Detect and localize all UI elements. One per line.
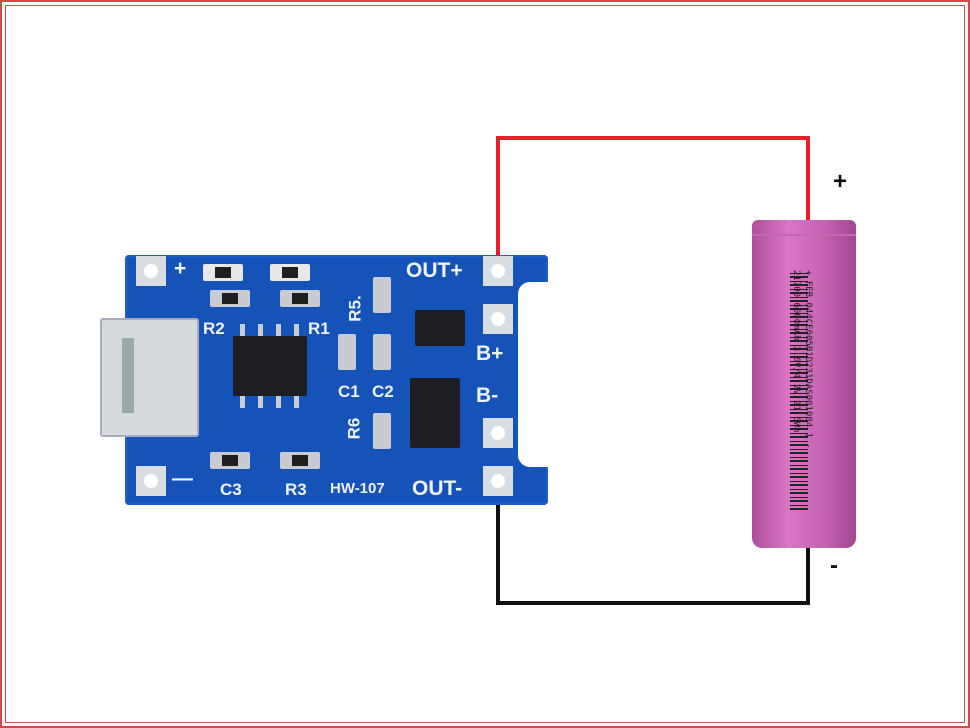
capacitor-c1 xyxy=(338,334,356,370)
label-r5: R5. xyxy=(345,295,365,322)
label-out-minus: OUT- xyxy=(412,477,463,500)
led-red xyxy=(203,264,243,281)
positive-wire-vertical-left xyxy=(496,136,500,272)
label-r2: R2 xyxy=(203,319,225,338)
ic-pin xyxy=(240,396,245,408)
mosfet-ic xyxy=(415,310,465,346)
capacitor-c3 xyxy=(210,452,250,469)
ic-pin xyxy=(258,396,263,408)
battery-label-line2: 21700 6000mAh 3.6V/4.2V 21.6Wh xyxy=(791,270,801,433)
negative-wire-vertical-right xyxy=(806,546,810,605)
label-in-plus: + xyxy=(174,257,187,280)
ic-pin xyxy=(294,324,299,336)
charger-ic xyxy=(233,336,307,396)
negative-wire-horizontal xyxy=(496,601,810,605)
resistor-r6 xyxy=(373,413,391,449)
battery-barcode xyxy=(790,270,808,510)
label-b-minus: B- xyxy=(476,384,499,407)
battery-label: + FEB 044CE605B1D231DAS001084 1 - 21700 … xyxy=(790,270,814,449)
pad-b-minus xyxy=(483,418,513,448)
battery-plus-sign: + xyxy=(833,168,848,195)
ic-pin xyxy=(276,396,281,408)
label-r1: R1 xyxy=(308,319,330,338)
resistor-r1 xyxy=(280,290,320,307)
label-b-plus: B+ xyxy=(476,342,504,365)
battery-minus-sign: - xyxy=(830,552,838,579)
ic-pin xyxy=(258,324,263,336)
resistor-r3 xyxy=(280,452,320,469)
label-in-minus: — xyxy=(172,467,193,490)
resistor-r2 xyxy=(210,290,250,307)
negative-wire-vertical-left xyxy=(496,488,500,605)
label-r3: R3 xyxy=(285,480,307,499)
frame-inner-border xyxy=(5,5,965,723)
label-c3: C3 xyxy=(220,480,242,499)
label-c2: C2 xyxy=(372,382,394,401)
ic-pin xyxy=(240,324,245,336)
positive-wire-horizontal xyxy=(496,136,810,140)
resistor-r5 xyxy=(373,277,391,313)
pad-b-plus xyxy=(483,304,513,334)
label-out-plus: OUT+ xyxy=(406,259,463,282)
pad-out-plus xyxy=(483,256,513,286)
battery-top-band xyxy=(752,234,856,236)
pad-in-plus xyxy=(136,256,166,286)
battery-21700: + FEB 044CE605B1D231DAS001084 1 - 21700 … xyxy=(752,220,856,548)
ic-pin xyxy=(276,324,281,336)
battery-label-line1: + FEB 044CE605B1D231DAS001084 1 - xyxy=(803,270,813,449)
capacitor-c2 xyxy=(373,334,391,370)
board-notch xyxy=(518,282,558,467)
label-c1: C1 xyxy=(338,382,360,401)
label-model: HW-107 xyxy=(330,480,385,497)
pad-out-minus xyxy=(483,466,513,496)
label-r6: R6 xyxy=(344,417,364,440)
pad-in-minus xyxy=(136,466,166,496)
protection-ic xyxy=(410,378,460,448)
positive-wire-vertical-right xyxy=(806,136,810,224)
micro-usb-port xyxy=(100,318,199,437)
led-blue xyxy=(270,264,310,281)
ic-pin xyxy=(294,396,299,408)
